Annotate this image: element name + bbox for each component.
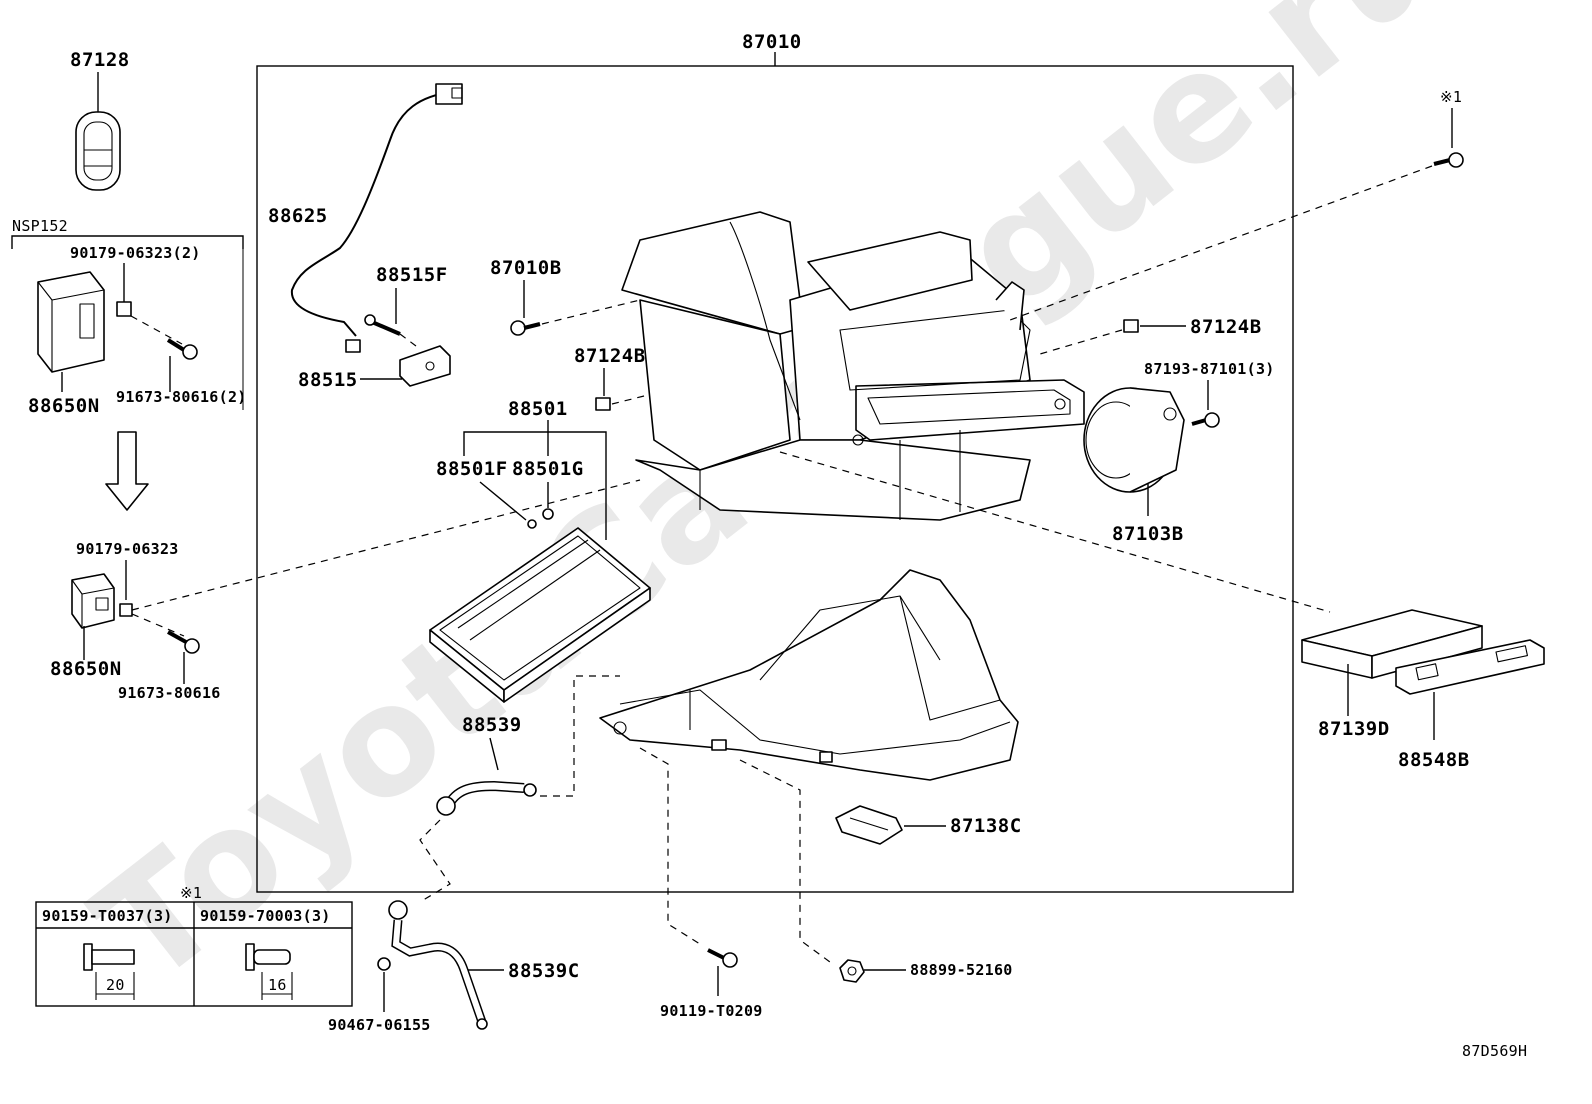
clip-87124B-left-icon — [595, 397, 611, 411]
label-87138C: 87138C — [950, 815, 1022, 837]
label-88625: 88625 — [268, 205, 328, 227]
label-87124B-right: 87124B — [1190, 316, 1262, 338]
label-87193: 87193-87101(3) — [1144, 360, 1275, 378]
label-88650N-bot: 88650N — [50, 658, 122, 680]
bolt-table-col2-header: 90159-70003(3) — [200, 907, 331, 925]
label-88650N-top: 88650N — [28, 395, 100, 417]
label-87010B: 87010B — [490, 257, 562, 279]
module-88650N-bot-icon — [71, 573, 115, 629]
label-90179-top: 90179-06323(2) — [70, 244, 201, 262]
screw-88515F-icon — [364, 314, 401, 336]
screw-87193-icon — [1191, 412, 1220, 428]
nut-90467-icon — [377, 957, 391, 971]
label-88515F: 88515F — [376, 264, 448, 286]
bolt-20-icon — [83, 943, 135, 1000]
label-88899: 88899-52160 — [910, 961, 1013, 979]
screw-top-icon — [166, 338, 198, 360]
note-symbol-table: ※1 — [180, 884, 202, 902]
clip-bot-icon — [119, 603, 133, 617]
clip-87124B-right-icon — [1123, 319, 1139, 333]
label-88501: 88501 — [508, 398, 568, 420]
label-88515: 88515 — [298, 369, 358, 391]
block-88515-icon — [399, 345, 451, 387]
filter-cover-88548B-icon — [1395, 639, 1545, 695]
heater-core-88501-icon — [429, 527, 651, 703]
bolt-90119-icon — [707, 948, 738, 968]
oring-88501F-icon — [527, 519, 537, 529]
oring-88501G-icon — [542, 508, 554, 520]
bolt-length-16: 16 — [268, 976, 287, 994]
variant-label: NSP152 — [12, 217, 68, 235]
label-90467: 90467-06155 — [328, 1016, 431, 1034]
lower-case-icon — [599, 569, 1019, 781]
hvac-housing-icon — [621, 211, 1085, 521]
label-91673-bot: 91673-80616 — [118, 684, 221, 702]
label-88501F: 88501F — [436, 458, 508, 480]
diagram-code: 87D569H — [1462, 1042, 1527, 1060]
bolt-table-col1-header: 90159-T0037(3) — [42, 907, 173, 925]
clip-top-icon — [116, 301, 132, 317]
cap-87128-icon — [75, 111, 121, 191]
label-87010: 87010 — [742, 31, 802, 53]
arrow-down-icon — [105, 431, 149, 511]
label-88539C: 88539C — [508, 960, 580, 982]
label-91673-top: 91673-80616(2) — [116, 388, 247, 406]
module-88650N-top-icon — [37, 271, 105, 373]
blower-motor-87103B-icon — [1083, 387, 1185, 493]
label-87139D: 87139D — [1318, 718, 1390, 740]
note-symbol-top: ※1 — [1440, 88, 1462, 106]
grommet-88899-icon — [839, 959, 865, 983]
sensor-connector-icon — [435, 83, 463, 105]
sensor-wire-88625 — [290, 91, 453, 337]
sensor-tip-icon — [345, 339, 361, 353]
pipe-88539-icon — [436, 780, 537, 816]
filter-87139D-icon — [1301, 609, 1483, 679]
label-88548B: 88548B — [1398, 749, 1470, 771]
bolt-length-20: 20 — [106, 976, 125, 994]
screw-note-icon — [1433, 152, 1464, 168]
screw-bot-icon — [167, 630, 200, 654]
screw-87010B-icon — [510, 320, 541, 336]
label-88501G: 88501G — [512, 458, 584, 480]
resistor-87138C-icon — [835, 805, 903, 845]
label-88539: 88539 — [462, 714, 522, 736]
label-87103B: 87103B — [1112, 523, 1184, 545]
label-87128: 87128 — [70, 49, 130, 71]
bolt-16-icon — [245, 943, 293, 1000]
label-90119: 90119-T0209 — [660, 1002, 763, 1020]
pipe-88539C-icon — [388, 900, 488, 1030]
label-87124B-left: 87124B — [574, 345, 646, 367]
label-90179-bot: 90179-06323 — [76, 540, 179, 558]
